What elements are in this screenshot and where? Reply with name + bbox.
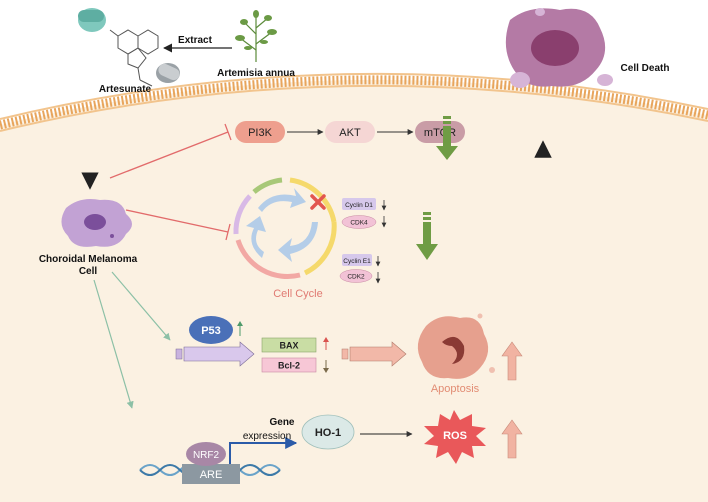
extract-label: Extract [178,35,213,46]
mtor-label: mTOR [424,127,456,139]
cell-to-nrf2-arrow [93,279,134,409]
cyclin-d1-label: Cyclin D1 [345,202,373,209]
melanoma-label-line2: Cell [79,266,98,277]
p53-up-arrow [237,321,243,336]
cross-mark-icon [310,194,326,210]
pi3k-node [235,121,285,143]
are-label: ARE [200,469,223,481]
pathway-downregulated-arrow [436,116,458,160]
apoptotic-cell-icon [417,313,495,379]
are-box [182,464,240,484]
expression-label: expression [243,431,291,442]
ho1-label: HO-1 [315,427,341,439]
artemisia-plant-icon [235,10,277,62]
inhibit-pi3k-line [109,123,232,179]
cell-cycle-downregulated-arrow [416,212,438,260]
apoptosis-label: Apoptosis [431,383,480,395]
nrf2-node [186,442,226,466]
artemisia-label: Artemisia annua [217,68,295,79]
inhibit-cell-cycle-line [125,209,231,241]
cell-to-p53-arrow [111,271,171,341]
cell-cycle-diagram [233,177,337,279]
bax-up-arrow [323,337,329,350]
pi3k-label: PI3K [248,127,273,139]
cdk4-label: CDK4 [350,220,368,227]
bax-box [261,337,317,353]
cell-cycle-label: Cell Cycle [273,288,323,300]
p53-node [189,316,233,344]
cell-death-label: Cell Death [621,63,670,74]
artesunate-label: Artesunate [99,84,152,95]
cdk4-node [341,215,377,229]
mtor-node [415,121,465,143]
ros-upregulated-arrow [501,419,523,459]
akt-label: AKT [339,127,361,139]
cyclin-e1-label: Cyclin E1 [343,258,371,265]
nrf2-label: NRF2 [193,450,220,461]
p53-label: P53 [201,325,221,337]
to-apoptosis-arrow [341,341,407,367]
gene-label: Gene [269,417,294,428]
cytoplasm-region [0,79,708,502]
artesunate-capsule-icon [78,8,180,83]
apoptosis-upregulated-arrow [501,341,523,381]
bcl2-label: Bcl-2 [278,361,300,371]
melanoma-label-line1: Choroidal Melanoma [39,254,138,265]
cell-cycle-inner-arrows [246,188,318,262]
ros-burst [424,410,486,464]
cdk2-node [339,269,373,283]
dying-cell-icon [505,8,613,88]
bcl2-box [261,357,317,373]
cdk2-label: CDK2 [347,274,365,281]
molecule-structure-icon [109,29,159,87]
cell-membrane [0,75,708,130]
p53-pathway-arrow [175,341,255,367]
ros-label: ROS [443,430,467,442]
melanoma-cell-icon [61,199,132,247]
bax-label: BAX [279,341,298,351]
bcl2-down-arrow [323,360,329,373]
gene-expression-arrow [229,437,298,464]
cyclin-e1-box [342,254,372,266]
ho1-node [301,414,355,450]
cyclin-d1-box [342,198,376,210]
akt-node [325,121,375,143]
